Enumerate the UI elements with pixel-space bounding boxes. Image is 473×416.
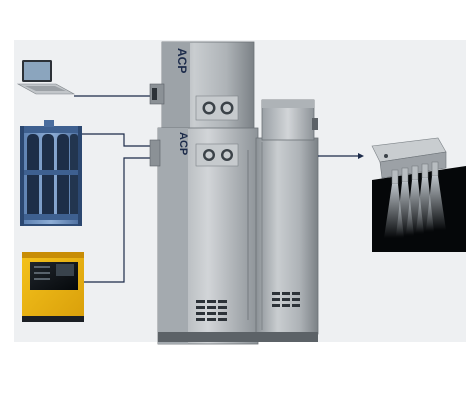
power-generator [22,252,84,322]
connector-arrow-right [318,153,364,159]
brand-logo-upper: ACP [175,48,189,73]
connector-arrows-left [74,93,156,283]
control-cabinet [149,41,319,345]
laptop-icon [16,60,76,95]
brand-logo-lower: ACP [177,132,189,155]
gas-cylinder-bundle [20,120,82,226]
spray-nozzle-block [371,137,466,252]
